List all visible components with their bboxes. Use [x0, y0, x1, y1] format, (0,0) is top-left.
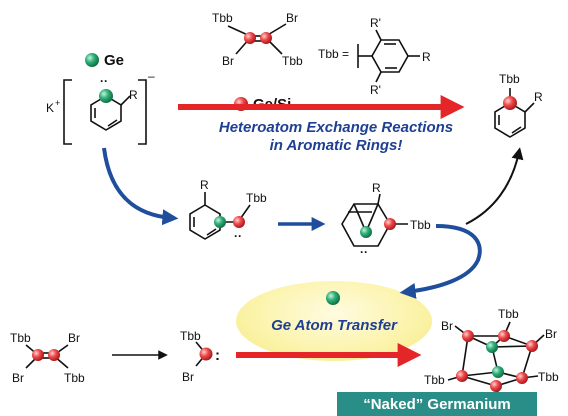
tbb-label: Tbb	[64, 371, 85, 385]
ge-atom-icon	[32, 349, 44, 361]
ge-atom-icon	[260, 32, 272, 44]
br-label: Br	[441, 319, 453, 333]
ge-atom-icon	[486, 341, 498, 353]
exchange-caption: Heteroatom Exchange Reactions in Aromati…	[196, 119, 476, 155]
r-prime-label: R'	[370, 83, 381, 97]
ge-atom-icon	[99, 89, 113, 103]
ge-atom-icon	[498, 330, 510, 342]
tbb-aryl-structure	[357, 29, 420, 83]
r-label: R	[422, 50, 431, 64]
ge-atom-icon	[384, 218, 396, 230]
ge-atom-icon	[244, 32, 256, 44]
tbb-label: Tbb	[498, 307, 519, 321]
bicyclic-germylene	[341, 193, 408, 247]
r-label: R	[129, 88, 138, 102]
tbb-label: Tbb	[499, 72, 520, 86]
tbb-label: Tbb	[246, 191, 267, 205]
lone-pair-label: ··	[100, 74, 108, 88]
tbb-label: Tbb	[424, 373, 445, 387]
legend-ge-label: Ge	[104, 52, 124, 69]
tbb-label: Tbb	[410, 218, 431, 232]
br-label: Br	[68, 331, 80, 345]
tbb-label: Tbb	[538, 370, 559, 384]
anion-brackets	[63, 79, 147, 145]
ge-atom-icon	[503, 96, 517, 110]
exchange-caption-line1: Heteroatom Exchange Reactions	[218, 119, 454, 136]
br-label: Br	[12, 371, 24, 385]
ge-atom-icon	[456, 370, 468, 382]
r-label: R	[534, 90, 543, 104]
reagent-dibromodigermene-top	[227, 23, 287, 55]
ge-atom-icon	[214, 216, 226, 228]
potassium-label: K	[46, 101, 54, 115]
ge-atom-icon	[48, 349, 60, 361]
tbb-label: Tbb	[212, 11, 233, 25]
r-label: R	[200, 178, 209, 192]
ge-sphere-icon	[326, 291, 340, 305]
curved-arrow	[399, 224, 482, 299]
ge-atom-icon	[360, 226, 372, 238]
ge-atom-icon	[490, 380, 502, 392]
atom-transfer-caption: Ge Atom Transfer	[271, 317, 397, 334]
ge-atom-icon	[516, 372, 528, 384]
plus-charge-label: +	[55, 98, 60, 108]
metallabenzene-product	[494, 88, 535, 138]
br-label: Br	[222, 54, 234, 68]
germabenzene-anion-ring	[90, 95, 131, 131]
ge-atom-icon	[462, 330, 474, 342]
minus-charge-label: –	[148, 69, 155, 83]
exchange-caption-line2: in Aromatic Rings!	[269, 137, 403, 154]
br-label: Br	[286, 11, 298, 25]
br-label: Br	[182, 370, 194, 384]
colon-label: :	[215, 347, 220, 364]
ge-atom-icon	[233, 216, 245, 228]
curved-arrow	[102, 147, 179, 226]
ge-atom-icon	[492, 366, 504, 378]
ge-atom-icon	[526, 340, 538, 352]
legend-ge: Ge	[85, 52, 124, 69]
tbb-label: Tbb	[10, 331, 31, 345]
ge-sphere-icon	[85, 53, 99, 67]
ge-atom-icon	[199, 347, 213, 361]
lone-pair-label: ··	[360, 245, 368, 259]
r-label: R	[372, 181, 381, 195]
curved-arrow	[465, 147, 524, 225]
br-label: Br	[545, 327, 557, 341]
r-prime-label: R'	[370, 16, 381, 30]
tbb-label: Tbb	[180, 329, 201, 343]
naked-germanium-banner: “Naked” Germanium	[337, 392, 537, 416]
tbb-definition-label: Tbb =	[318, 47, 349, 61]
tbb-label: Tbb	[282, 54, 303, 68]
lone-pair-label: ··	[234, 229, 242, 243]
